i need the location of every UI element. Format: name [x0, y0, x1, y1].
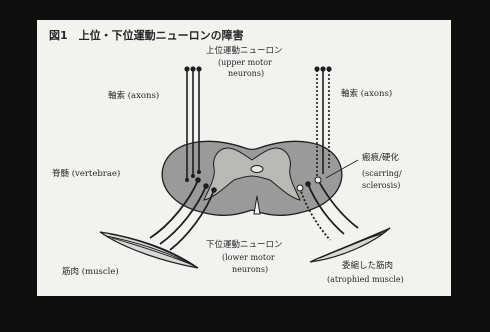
- central-canal: [251, 166, 263, 173]
- spinal-cord-body: [162, 141, 342, 215]
- label-atrophied-en: (atrophied muscle): [327, 276, 404, 284]
- label-axons-left: 軸索 (axons): [108, 92, 159, 101]
- label-scarring-jp: 瘢痕/硬化: [362, 154, 399, 163]
- upper-neuron-bodies-right: [314, 66, 331, 71]
- label-upper-motor-jp: 上位運動ニューロン: [206, 47, 283, 56]
- label-muscle: 筋肉 (muscle): [62, 268, 119, 277]
- label-lower-motor-en-1: (lower motor: [222, 254, 275, 262]
- label-axons-right: 軸索 (axons): [341, 90, 392, 99]
- label-lower-motor-jp: 下位運動ニューロン: [206, 241, 283, 250]
- atrophied-muscle: [310, 228, 390, 262]
- label-atrophied-jp: 委縮した筋肉: [342, 262, 393, 271]
- figure-title: 図1 上位・下位運動ニューロンの障害: [49, 30, 244, 41]
- label-upper-motor-en-2: neurons): [228, 70, 264, 78]
- label-upper-motor-en-1: (upper motor: [218, 59, 272, 67]
- label-vertebrae: 脊髄 (vertebrae): [52, 170, 120, 179]
- label-lower-motor-en-2: neurons): [232, 266, 268, 274]
- label-scarring-en-1: (scarring/: [362, 170, 402, 178]
- label-scarring-en-2: sclerosis): [362, 182, 400, 190]
